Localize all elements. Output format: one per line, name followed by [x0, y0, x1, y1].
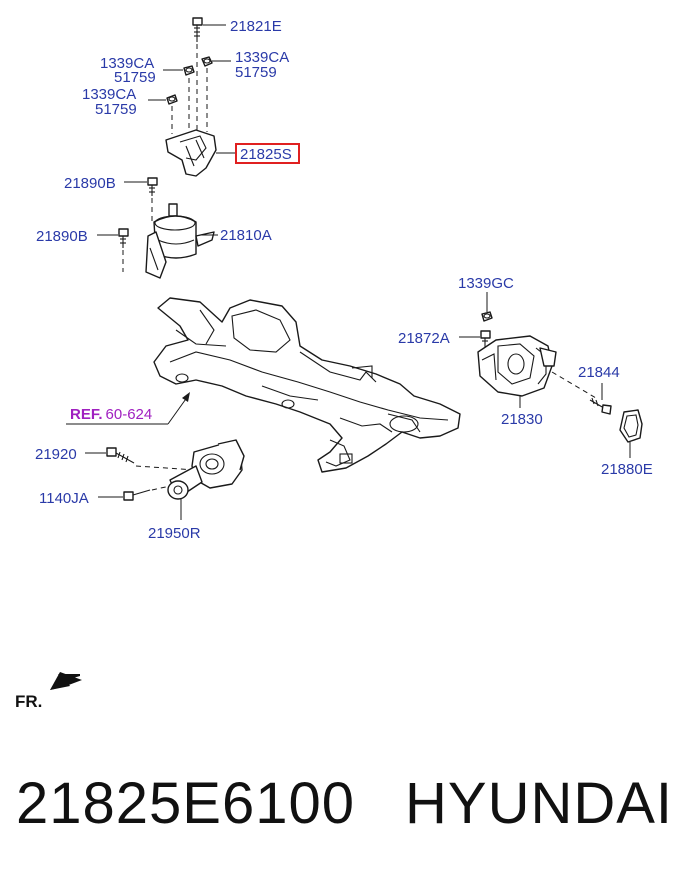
label-21844: 21844: [578, 364, 620, 381]
label-1339CA-a: 1339CA: [100, 55, 154, 72]
footer-banner: 21825E6100 HYUNDAI: [0, 730, 677, 872]
label-21825S: 21825S: [240, 146, 292, 163]
bolt-21821E: [192, 17, 226, 42]
bolt-21920: [85, 447, 135, 464]
footer-part-number: 21825E6100: [16, 771, 355, 836]
ref-number: 60-624: [106, 406, 153, 423]
nut-1339GC: [481, 311, 493, 322]
label-21821E: 21821E: [230, 18, 282, 35]
leader-1140JA: [151, 485, 171, 491]
engine-mount-21810A: [145, 203, 218, 279]
bolt-21872A: [459, 330, 491, 348]
label-21890B-a: 21890B: [64, 175, 116, 192]
front-label: FR.: [15, 692, 42, 711]
leader-21920: [135, 465, 197, 471]
label-21830: 21830: [501, 411, 543, 428]
label-1339CA-c: 1339CA: [82, 86, 136, 103]
label-21920: 21920: [35, 446, 77, 463]
nut-1339CA-left: [163, 65, 195, 76]
label-21880E: 21880E: [601, 461, 653, 478]
label-51759-b: 51759: [235, 64, 277, 81]
transmission-mount-21830: [477, 335, 557, 408]
label-21890B-b: 21890B: [36, 228, 88, 245]
nut-1339CA-lower: [148, 94, 178, 105]
footer-brand: HYUNDAI: [405, 771, 674, 836]
bolt-1140JA: [98, 489, 151, 501]
ref-leader: [66, 392, 190, 425]
cover-21880E: [619, 409, 643, 458]
subframe-crossmember: [153, 297, 461, 473]
roll-rod-21950R: [167, 439, 245, 520]
label-21950R: 21950R: [148, 525, 201, 542]
label-51759-c: 51759: [95, 101, 137, 118]
label-21810A: 21810A: [220, 227, 272, 244]
bolt-21890B-lower: [97, 228, 129, 248]
label-21872A: 21872A: [398, 330, 450, 347]
nut-1339CA-right: [201, 56, 231, 67]
footer-text: 21825E6100 HYUNDAI: [16, 770, 673, 837]
highlight-box-21825S: [235, 143, 300, 164]
label-1140JA: 1140JA: [39, 490, 89, 507]
label-1339GC: 1339GC: [458, 275, 514, 292]
ref-label: REF.60-624: [70, 406, 152, 423]
bracket-21825S: [165, 129, 236, 177]
bolt-21844: [589, 383, 612, 415]
bolt-21890B-upper: [124, 177, 158, 196]
label-51759-a: 51759: [114, 69, 156, 86]
label-1339CA-b: 1339CA: [235, 49, 289, 66]
ref-prefix: REF.: [70, 406, 103, 423]
front-direction-arrow-icon: [50, 672, 82, 690]
parts-diagram: 21821E 1339CA 51759 1339CA 51759 1339CA …: [15, 17, 653, 711]
